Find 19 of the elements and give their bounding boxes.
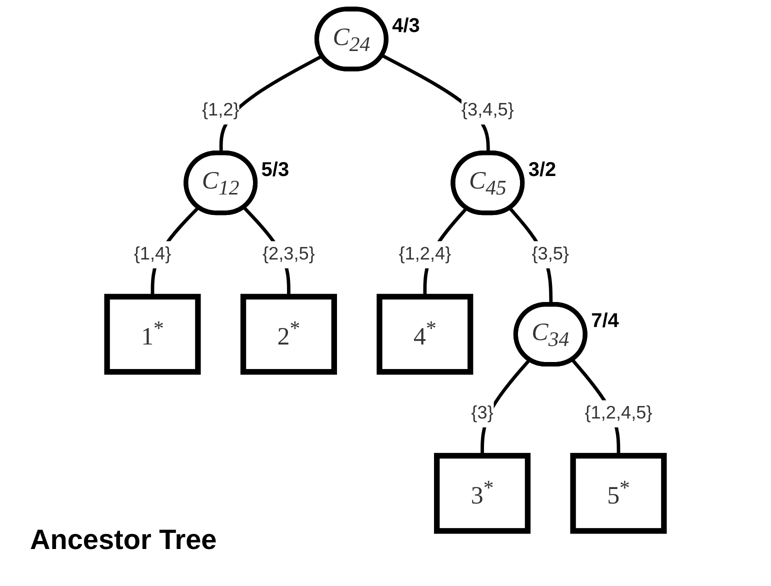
edge-label: {3} xyxy=(471,404,494,423)
ratio-label: 5/3 xyxy=(261,158,290,182)
ratio-label: 3/2 xyxy=(528,158,556,182)
edge-label: {3,4,5} xyxy=(461,100,514,120)
edge-label: {3,5} xyxy=(532,244,570,264)
node-box: 4$^{*}$ xyxy=(376,294,474,375)
node-box: 2$^{*}$ xyxy=(240,294,337,375)
edge-label: {1,2,4} xyxy=(398,244,452,264)
caption: Ancestor Tree xyxy=(30,524,217,556)
node-box: 3$^{*}$ xyxy=(434,452,531,534)
edge-label: {2,3,5} xyxy=(262,244,315,264)
node-box: 5$^{*}$ xyxy=(570,452,667,534)
edge-label: {1,2,4,5} xyxy=(584,404,652,423)
ratio-label: 7/4 xyxy=(591,310,619,334)
node-box: 1$^{*}$ xyxy=(104,294,201,375)
edge-label: {1,4} xyxy=(134,244,172,264)
edge-label: {1,2} xyxy=(202,100,240,120)
ratio-label: 4/3 xyxy=(392,15,420,38)
connector xyxy=(219,54,324,154)
